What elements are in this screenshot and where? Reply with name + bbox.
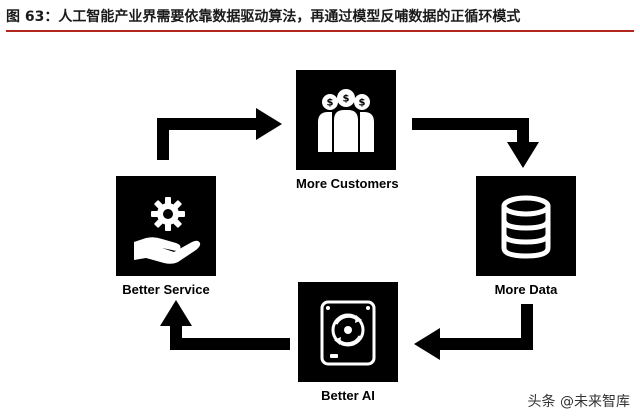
watermark: 头条 @未来智库 (527, 394, 630, 410)
arrow-service-to-customers (157, 108, 282, 160)
svg-text:$: $ (327, 98, 334, 109)
arrow-data-to-ai (414, 304, 533, 360)
node-more-customers-label: More Customers (296, 176, 399, 191)
database-icon (501, 195, 551, 259)
node-better-service-label: Better Service (122, 282, 210, 297)
node-more-data-box (476, 176, 576, 276)
service-gear-hand-icon (134, 197, 201, 264)
node-better-service-box (116, 176, 216, 276)
ai-drive-icon (320, 300, 376, 366)
node-better-ai-label: Better AI (321, 388, 375, 403)
title-divider (6, 30, 634, 32)
node-better-ai-box (298, 282, 398, 382)
node-more-data-label: More Data (494, 282, 558, 297)
arrow-ai-to-service (160, 300, 290, 350)
node-more-customers-box: $ $ $ (296, 70, 396, 170)
svg-text:$: $ (343, 94, 350, 105)
arrow-customers-to-data (412, 118, 539, 168)
figure-title: 图 63：人工智能产业界需要依靠数据驱动算法，再通过模型反哺数据的正循环模式 (6, 9, 521, 25)
customers-money-icon: $ $ $ (318, 89, 374, 152)
svg-text:$: $ (359, 98, 366, 109)
